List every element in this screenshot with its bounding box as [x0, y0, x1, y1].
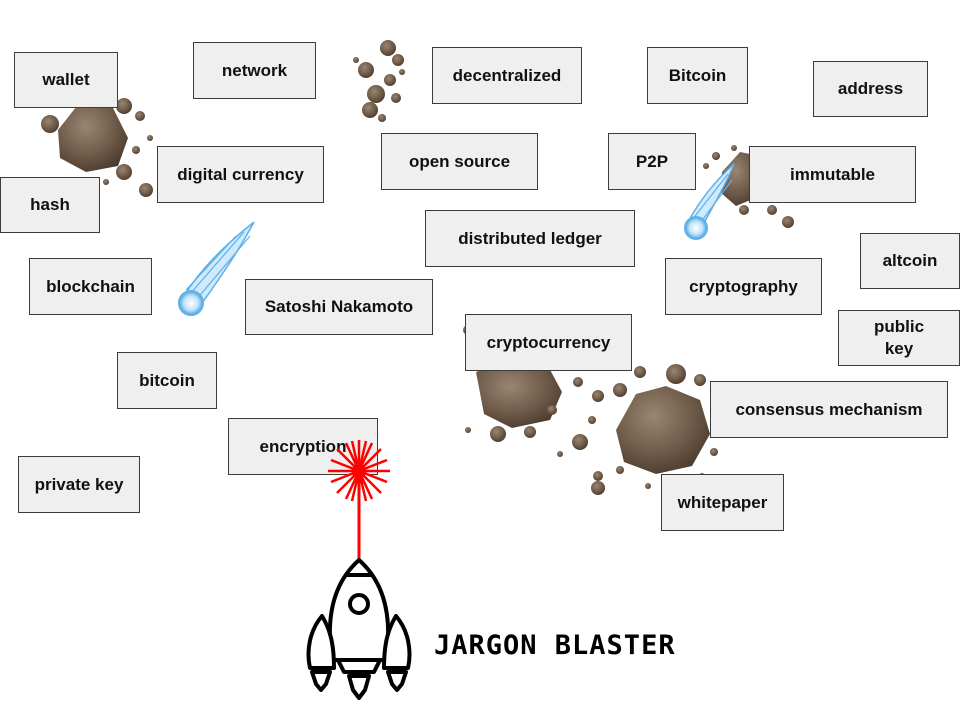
word-cryptography[interactable]: cryptography	[665, 258, 822, 315]
word-altcoin[interactable]: altcoin	[860, 233, 960, 289]
word-distributed-ledger[interactable]: distributed ledger	[425, 210, 635, 267]
word-p2p[interactable]: P2P	[608, 133, 696, 190]
word-network[interactable]: network	[193, 42, 316, 99]
word-blockchain[interactable]: blockchain	[29, 258, 152, 315]
word-immutable[interactable]: immutable	[749, 146, 916, 203]
word-encryption[interactable]: encryption	[228, 418, 378, 475]
word-bitcoin-capitalized[interactable]: Bitcoin	[647, 47, 748, 104]
game-title: JARGON BLASTER	[434, 630, 676, 661]
word-public-key[interactable]: public key	[838, 310, 960, 366]
asteroid-icon	[353, 40, 405, 122]
word-consensus-mechanism[interactable]: consensus mechanism	[710, 381, 948, 438]
word-digital-currency[interactable]: digital currency	[157, 146, 324, 203]
word-whitepaper[interactable]: whitepaper	[661, 474, 784, 531]
word-address[interactable]: address	[813, 61, 928, 117]
comet-icon	[178, 221, 255, 316]
word-satoshi-nakamoto[interactable]: Satoshi Nakamoto	[245, 279, 433, 335]
word-bitcoin[interactable]: bitcoin	[117, 352, 217, 409]
word-decentralized[interactable]: decentralized	[432, 47, 582, 104]
word-hash[interactable]: hash	[0, 177, 100, 233]
word-cryptocurrency[interactable]: cryptocurrency	[465, 314, 632, 371]
word-private-key[interactable]: private key	[18, 456, 140, 513]
word-open-source[interactable]: open source	[381, 133, 538, 190]
word-wallet[interactable]: wallet	[14, 52, 118, 108]
